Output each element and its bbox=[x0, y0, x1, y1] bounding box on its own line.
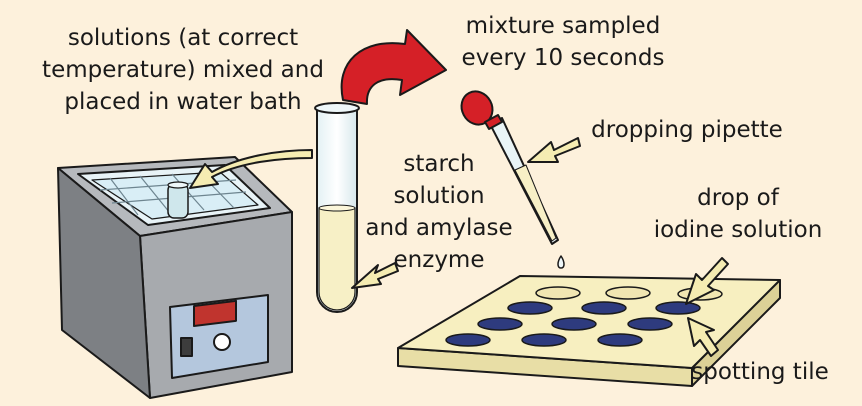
label-pipette: dropping pipette bbox=[582, 114, 792, 146]
tile-well bbox=[445, 333, 491, 347]
label-drop-line: drop of bbox=[697, 185, 779, 211]
arrow-to-tube bbox=[351, 262, 399, 289]
label-tile: spotting tile bbox=[676, 356, 844, 388]
label-sampled-line: mixture sampled bbox=[465, 13, 661, 39]
tile-wells bbox=[445, 286, 723, 347]
tile-well bbox=[655, 301, 701, 315]
tile-well bbox=[535, 286, 581, 300]
label-starch-line: and amylase bbox=[365, 215, 513, 241]
label-solutions-line: solutions (at correct bbox=[67, 25, 299, 51]
label-solutions-line: placed in water bath bbox=[64, 89, 302, 115]
arrow-to-water-bath bbox=[189, 149, 313, 189]
arrow-to-iodine-drop bbox=[685, 257, 729, 305]
tile-well bbox=[507, 301, 553, 315]
test-tube bbox=[314, 102, 360, 313]
label-sampled: mixture sampled every 10 seconds bbox=[448, 10, 678, 74]
label-drop: drop of iodine solution bbox=[626, 182, 850, 246]
label-starch-line: solution bbox=[393, 183, 485, 209]
tile-well bbox=[521, 333, 567, 347]
tile-well bbox=[551, 317, 597, 331]
arrow-to-pipette bbox=[527, 137, 581, 163]
dropping-pipette bbox=[460, 90, 565, 269]
tube-in-bath bbox=[167, 183, 189, 219]
tile-well bbox=[477, 317, 523, 331]
label-sampled-line: every 10 seconds bbox=[461, 45, 665, 71]
power-switch bbox=[180, 337, 193, 357]
tile-well bbox=[581, 301, 627, 315]
iodine-drop bbox=[557, 255, 565, 269]
sampling-arrow bbox=[340, 29, 447, 105]
label-pipette-line: dropping pipette bbox=[591, 117, 783, 143]
tube-liquid bbox=[318, 207, 356, 311]
spotting-tile bbox=[397, 275, 781, 387]
label-starch-line: starch bbox=[403, 151, 475, 177]
water-bath bbox=[57, 156, 293, 399]
test-tube-rim bbox=[314, 102, 360, 114]
pipette-liquid bbox=[514, 164, 557, 242]
label-tile-line: spotting tile bbox=[691, 359, 829, 385]
temperature-display bbox=[193, 299, 237, 328]
temperature-dial bbox=[213, 333, 231, 351]
label-drop-line: iodine solution bbox=[653, 217, 823, 243]
tile-well bbox=[597, 333, 643, 347]
label-solutions-line: temperature) mixed and bbox=[42, 57, 324, 83]
water-bath-side bbox=[57, 167, 151, 399]
label-starch: starch solution and amylase enzyme bbox=[364, 148, 514, 276]
label-solutions: solutions (at correct temperature) mixed… bbox=[28, 22, 338, 118]
tile-well bbox=[605, 286, 651, 300]
tile-well bbox=[627, 317, 673, 331]
arrow-to-spotting-tile bbox=[687, 317, 719, 357]
label-starch-line: enzyme bbox=[393, 247, 485, 273]
